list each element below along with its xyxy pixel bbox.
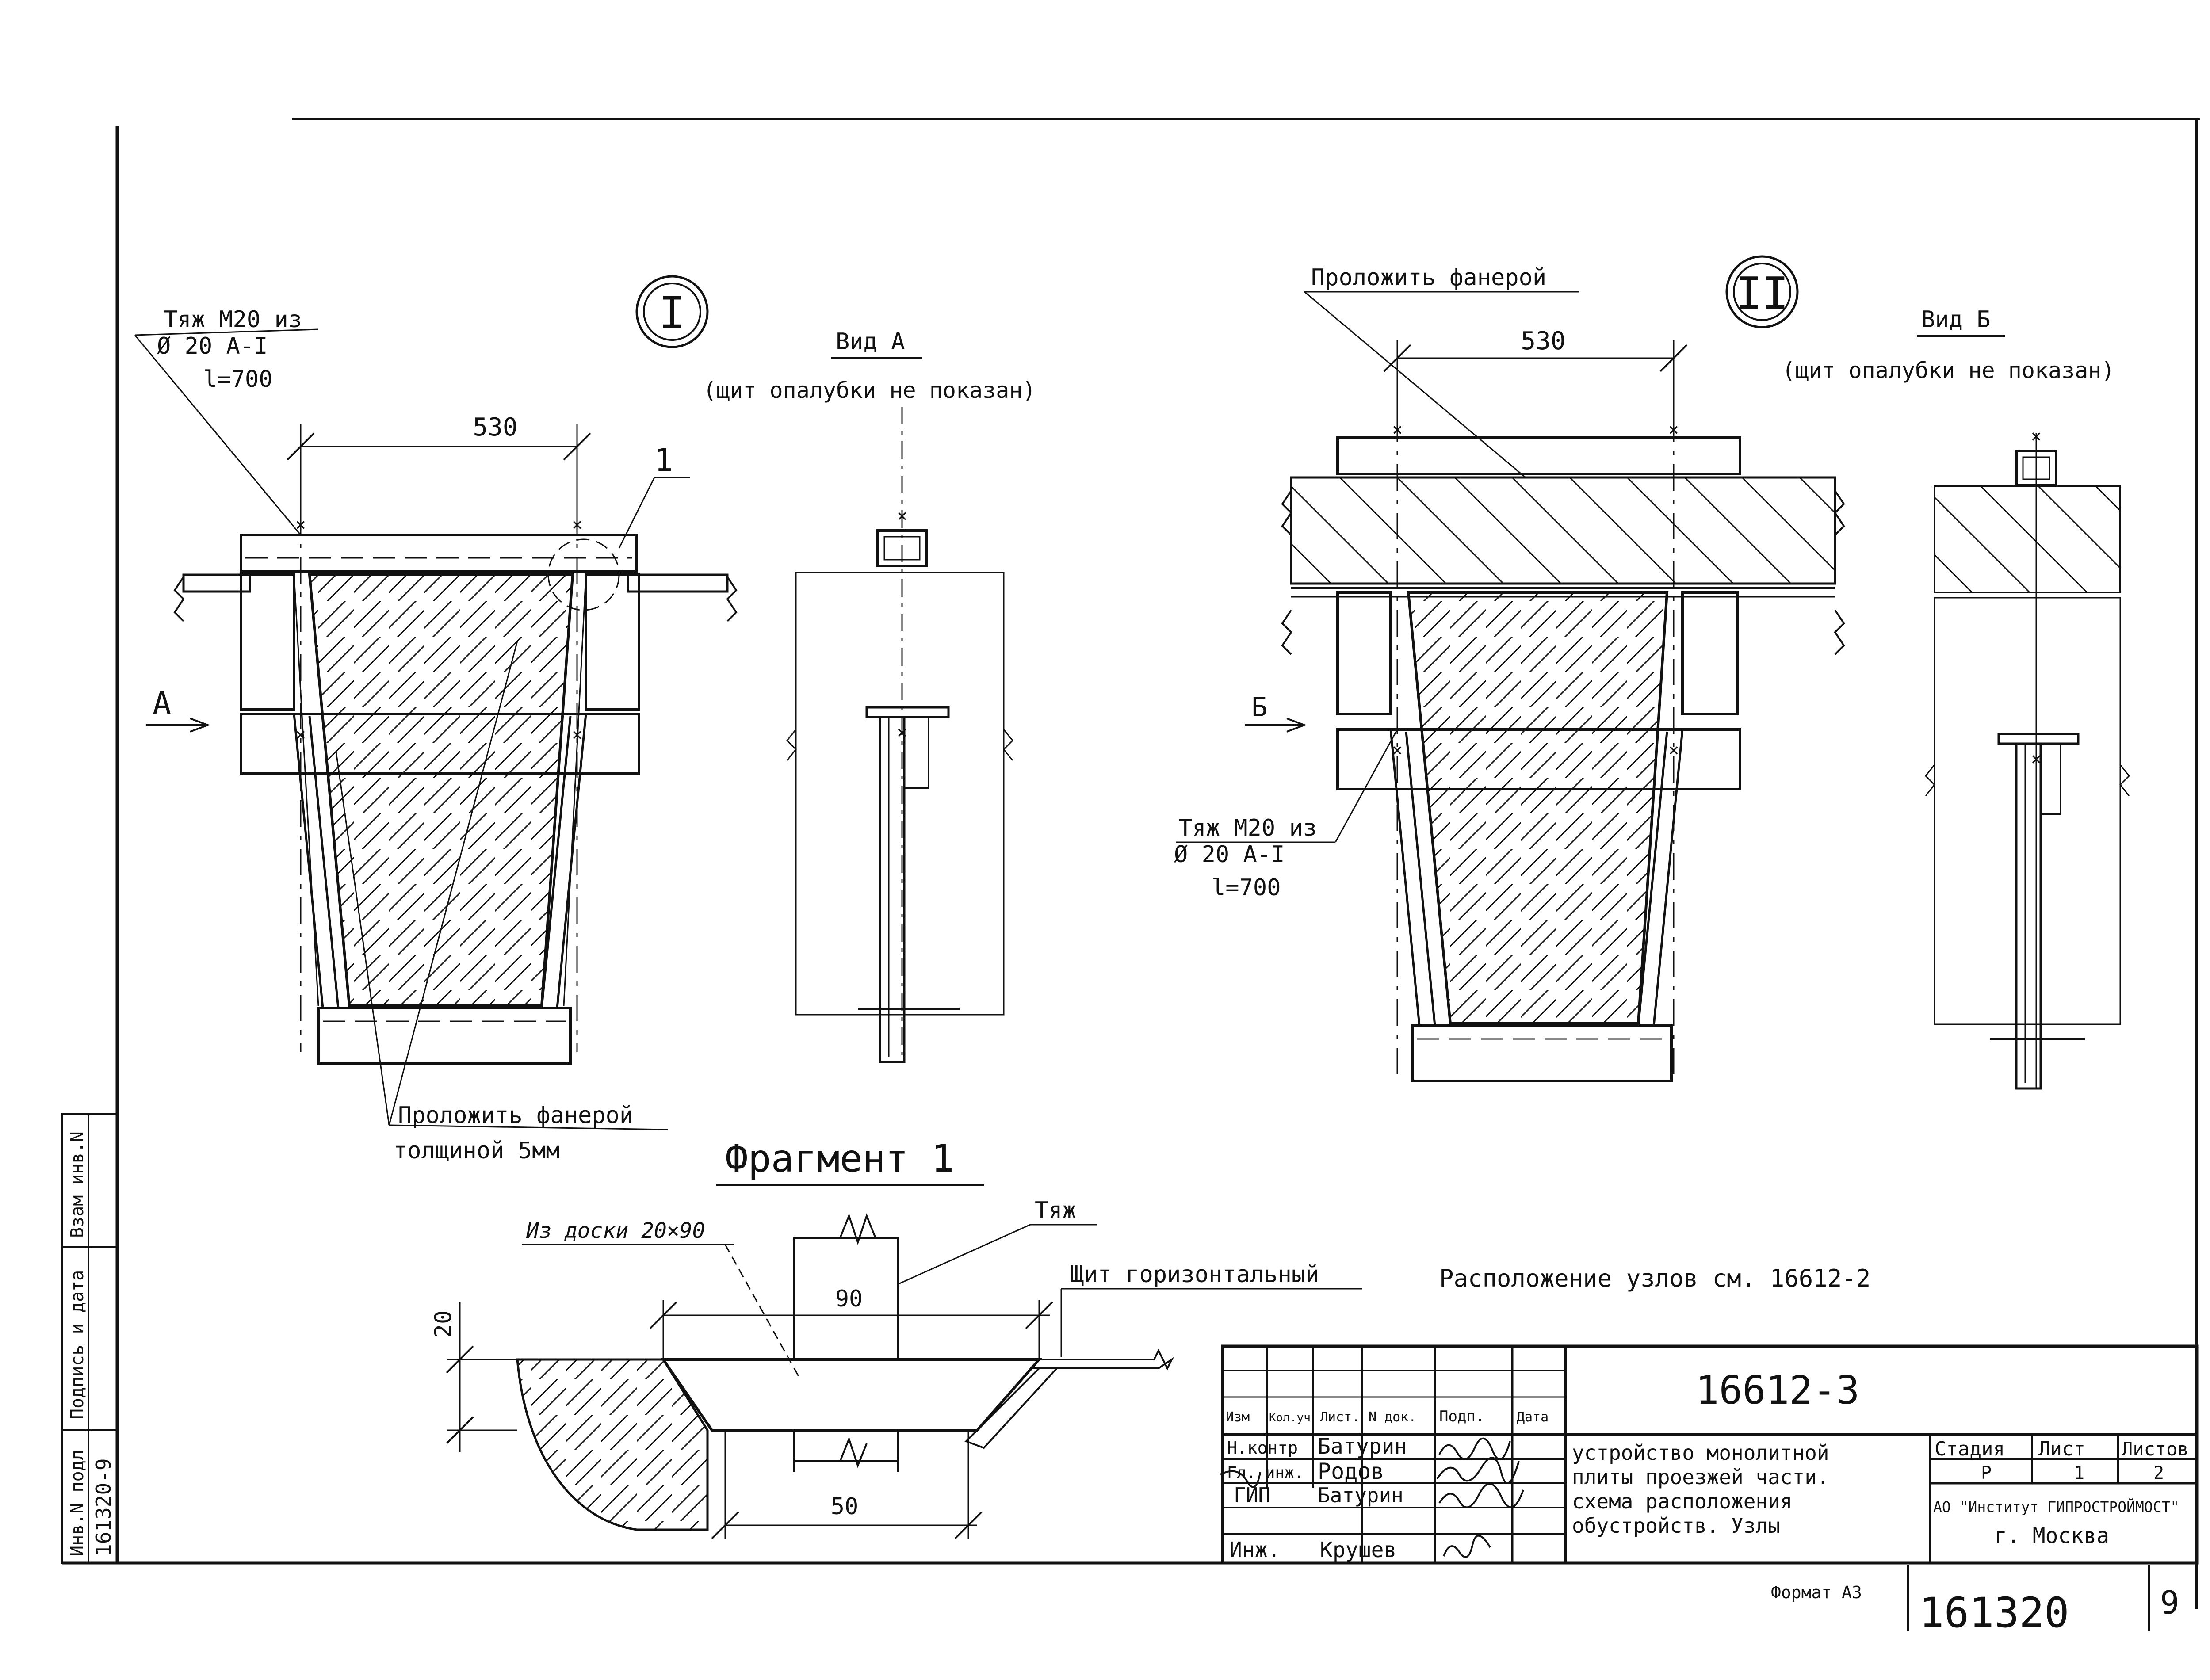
- tie-mark: ×: [2031, 749, 2042, 769]
- tie-callout-node2-l2: Ø 20 А-I: [1174, 841, 1285, 868]
- node-2-marker: II: [1736, 267, 1789, 319]
- tb-header-podp: Подп.: [1439, 1408, 1484, 1425]
- node-2-section: II × × × ×: [1174, 255, 1845, 1082]
- tb-header-izm: Изм: [1226, 1409, 1250, 1425]
- dim-530-node1: 530: [473, 413, 517, 442]
- tb-desc-line3: схема расположения: [1572, 1489, 1793, 1513]
- fragment-dim-50: 50: [831, 1493, 859, 1520]
- tie-mark: ×: [1392, 420, 1403, 440]
- view-b: Вид Б (щит опалубки не показан) × ×: [1782, 306, 2130, 1090]
- tie-mark: ×: [572, 725, 582, 745]
- fragment-tie-label: Тяж: [1035, 1197, 1076, 1224]
- arrow-b-label: Б: [1251, 692, 1267, 723]
- stamp-inv-orig: Инв.N подл: [67, 1450, 88, 1556]
- tie-callout-node2-l1: Тяж М20 из: [1178, 815, 1317, 841]
- fragment-board-note: Из доски 20×90: [526, 1218, 705, 1243]
- tb-desc-line2: плиты проезжей части.: [1572, 1465, 1829, 1489]
- tie-callout-node2-l3: l=700: [1212, 874, 1281, 901]
- fragment-dim-90: 90: [835, 1286, 863, 1312]
- tb-header-data: Дата: [1517, 1409, 1549, 1425]
- tie-mark: ×: [295, 515, 306, 535]
- page-number: 9: [2160, 1584, 2179, 1621]
- stamp-inv-num: 161320-9: [92, 1458, 115, 1556]
- dim-530-node2: 530: [1521, 327, 1565, 355]
- tb-sheet-value: 1: [2074, 1463, 2084, 1483]
- tb-sheet-label: Лист: [2038, 1438, 2085, 1460]
- fragment-title: Фрагмент 1: [725, 1137, 954, 1181]
- tb-desc-line4: обустройств. Узлы: [1572, 1514, 1780, 1538]
- tie-mark: ×: [572, 515, 582, 535]
- view-b-note: (щит опалубки не показан): [1782, 358, 2115, 383]
- tb-role-nkontr: Н.контр: [1227, 1438, 1298, 1458]
- node-1-marker: I: [659, 287, 685, 339]
- tb-desc-line1: устройство монолитной: [1572, 1441, 1829, 1465]
- tie-mark: ×: [897, 506, 907, 526]
- view-a: Вид А (щит опалубки не показан) × ×: [703, 328, 1036, 1063]
- tb-header-list: Лист.: [1320, 1409, 1360, 1425]
- tie-mark: ×: [1392, 740, 1403, 760]
- tie-callout-node1-l2: Ø 20 А-I: [157, 333, 268, 359]
- stamp-vzam: Взам инв.N: [67, 1131, 88, 1238]
- tb-name-glinzh: Родов: [1318, 1459, 1384, 1484]
- node-1-section: I × × × × 1: [134, 275, 738, 1164]
- tie-mark: ×: [1668, 420, 1679, 440]
- tb-name-gip: Батурин: [1318, 1483, 1403, 1507]
- callout-1-label: 1: [654, 442, 673, 478]
- plywood-callout-node2: Проложить фанерой: [1311, 264, 1546, 291]
- tb-org-name: АО "Институт ГИПРОСТРОЙМОСТ": [1933, 1498, 2179, 1516]
- plywood-thickness-note: толщиной 5мм: [394, 1138, 560, 1164]
- tb-sheets-label: Листов: [2122, 1438, 2189, 1460]
- tb-sheets-value: 2: [2153, 1463, 2164, 1483]
- tb-stage-label: Стадия: [1935, 1438, 2005, 1460]
- tie-mark: ×: [897, 722, 907, 743]
- view-a-note: (щит опалубки не показан): [703, 378, 1036, 403]
- tb-stage-value: Р: [1981, 1463, 1992, 1483]
- sheet-format: Формат А3: [1771, 1583, 1862, 1602]
- tb-role-inzh: Инж.: [1229, 1538, 1281, 1562]
- side-stamp: Взам инв.N Подпись и дата Инв.N подл 161…: [61, 1113, 119, 1564]
- tie-mark: ×: [295, 725, 306, 745]
- title-block: Изм Кол.уч Лист. N док. Подп. Дата Н.кон…: [1220, 1344, 2199, 1565]
- tb-drawing-code: 16612-3: [1696, 1367, 1860, 1413]
- location-note: Расположение узлов см. 16612-2: [1439, 1264, 1870, 1292]
- tb-name-inzh: Крушев: [1320, 1538, 1396, 1562]
- plywood-callout-node1: Проложить фанерой: [398, 1102, 633, 1129]
- view-b-title: Вид Б: [1921, 306, 1991, 333]
- tb-header-ndok: N док.: [1369, 1409, 1416, 1425]
- tb-name-nkontr: Батурин: [1318, 1434, 1407, 1459]
- fragment-shield-label: Щит горизонтальный: [1070, 1261, 1319, 1288]
- stamp-sign-date: Подпись и дата: [67, 1270, 88, 1419]
- tb-header-kolych: Кол.уч: [1269, 1411, 1311, 1424]
- arrow-a-label: А: [153, 685, 171, 722]
- tie-callout-node1-l3: l=700: [203, 366, 273, 393]
- tie-mark: ×: [1668, 740, 1679, 760]
- tb-org-city: г. Москва: [1994, 1523, 2109, 1548]
- fragment-1: Фрагмент 1 Из доски 20×90 Тяж Щит горизо…: [430, 1137, 1362, 1539]
- view-a-title: Вид А: [836, 328, 905, 355]
- tie-mark: ×: [2031, 426, 2042, 447]
- fragment-dim-20: 20: [430, 1310, 457, 1338]
- tie-callout-node1-l1: Тяж М20 из: [164, 306, 302, 333]
- archive-number: 161320: [1919, 1589, 2069, 1637]
